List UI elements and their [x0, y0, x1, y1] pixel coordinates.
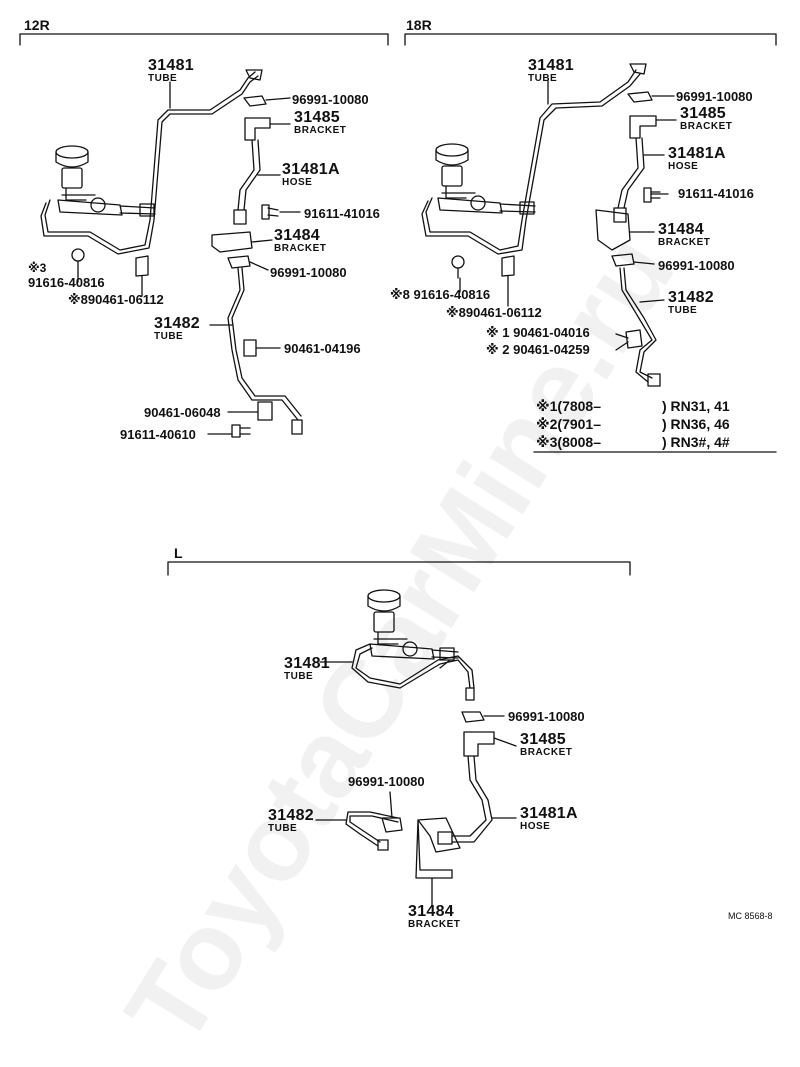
part-number-96991-10080: 96991-10080 [676, 89, 753, 104]
part-number-90461-06112: ※890461-06112 [446, 305, 542, 320]
part-number-90461-04196: 90461-04196 [284, 341, 361, 356]
part-number-bracket-31485: 31485 [294, 109, 340, 126]
part-number-96991-10080: 96991-10080 [292, 92, 369, 107]
part-desc-tube: TUBE [148, 73, 178, 84]
part-number-tube-31482: 31482 [154, 315, 200, 332]
part-desc-bracket: BRACKET [408, 919, 461, 930]
part-desc-tube: TUBE [284, 671, 314, 682]
tube-31482-18r [619, 267, 653, 383]
part-number-hose-31481a: 31481A [668, 145, 726, 162]
section-label-18r: 18R [406, 17, 432, 33]
part-number-91611-40610: 91611-40610 [120, 427, 196, 442]
tube-31482-12r [227, 267, 299, 421]
part-desc-bracket: BRACKET [294, 125, 347, 136]
section-bracket-l [167, 561, 631, 576]
part-number-tube-31482: 31482 [268, 807, 314, 824]
section-bracket-18r [404, 33, 777, 46]
section-label-l: L [174, 545, 183, 561]
tube-31481-l [351, 643, 471, 689]
legend-row-model: ) RN3#, 4# [662, 434, 730, 450]
part-number-tube-31481: 31481 [284, 655, 330, 672]
legend-row: ※2(7901– [536, 416, 601, 433]
part-number-bracket-31484: 31484 [274, 227, 320, 244]
part-number-96991-10080: 96991-10080 [270, 265, 347, 280]
parts-diagram: ToyotaCarMine.ru [19, 17, 777, 1066]
part-desc-hose: HOSE [282, 177, 313, 188]
part-desc-tube: TUBE [668, 305, 698, 316]
part-desc-bracket: BRACKET [658, 237, 711, 248]
part-desc-hose: HOSE [520, 821, 551, 832]
part-number-tube-31481: 31481 [148, 57, 194, 74]
part-number-91611-41016: 91611-41016 [304, 206, 380, 221]
tube-31482-l [345, 811, 399, 847]
legend-range: (8008– [557, 434, 601, 450]
hose-31481a-l [451, 755, 487, 837]
part-number-91616-40816: ※8 91616-40816 [390, 287, 491, 302]
tube-31481-12r [44, 71, 256, 251]
legend-row-model: ) RN31, 41 [662, 398, 730, 414]
hose-31481a-12r [237, 139, 255, 211]
hose-31481a-18r [617, 137, 639, 209]
part-number-hose-31481a: 31481A [520, 805, 578, 822]
part-desc-tube: TUBE [268, 823, 298, 834]
part-number-90461-04259: ※ 2 90461-04259 [486, 342, 590, 357]
legend-range: (7808– [557, 398, 601, 414]
part-number-tube-31481: 31481 [528, 57, 574, 74]
section-bracket-12r [19, 33, 389, 46]
tube-31481-12r-end [245, 69, 263, 81]
part-number-91611-41016: 91611-41016 [678, 186, 754, 201]
legend-mark: ※2 [536, 416, 558, 432]
part-desc-hose: HOSE [668, 161, 699, 172]
diagram-drawing [19, 33, 777, 907]
part-desc-bracket: BRACKET [680, 121, 733, 132]
part-desc-tube: TUBE [154, 331, 184, 342]
note-mark-3: ※3 [28, 261, 47, 275]
part-number-bracket-31484: 31484 [658, 221, 704, 238]
legend-row: ※3(8008– [536, 434, 601, 451]
part-number-tube-31482: 31482 [668, 289, 714, 306]
legend-row: ※1(7808– [536, 398, 601, 415]
legend-range: (7901– [557, 416, 601, 432]
part-number-90461-06112: ※890461-06112 [68, 292, 164, 307]
part-desc-bracket: BRACKET [274, 243, 327, 254]
part-number-91616-40816: 91616-40816 [28, 275, 105, 290]
part-number-bracket-31485: 31485 [520, 731, 566, 748]
part-number-bracket-31484: 31484 [408, 903, 454, 920]
part-desc-bracket: BRACKET [520, 747, 573, 758]
legend-mark: ※1 [536, 398, 558, 414]
part-number-96991-10080: 96991-10080 [658, 258, 735, 273]
part-desc-tube: TUBE [528, 73, 558, 84]
master-cylinder-l [367, 589, 459, 661]
legend-mark: ※3 [536, 434, 558, 450]
master-cylinder-18r [435, 143, 536, 215]
part-number-96991-10080: 96991-10080 [348, 774, 425, 789]
part-number-90461-04016: ※ 1 90461-04016 [486, 325, 590, 340]
tube-31481-18r [425, 69, 637, 251]
legend-row-model: ) RN36, 46 [662, 416, 730, 432]
part-number-hose-31481a: 31481A [282, 161, 340, 178]
master-cylinder-12r [55, 145, 156, 217]
diagram-code: MC 8568-8 [728, 911, 773, 921]
part-number-90461-06048: 90461-06048 [144, 405, 221, 420]
part-number-bracket-31485: 31485 [680, 105, 726, 122]
part-number-96991-10080: 96991-10080 [508, 709, 585, 724]
section-label-12r: 12R [24, 17, 50, 33]
